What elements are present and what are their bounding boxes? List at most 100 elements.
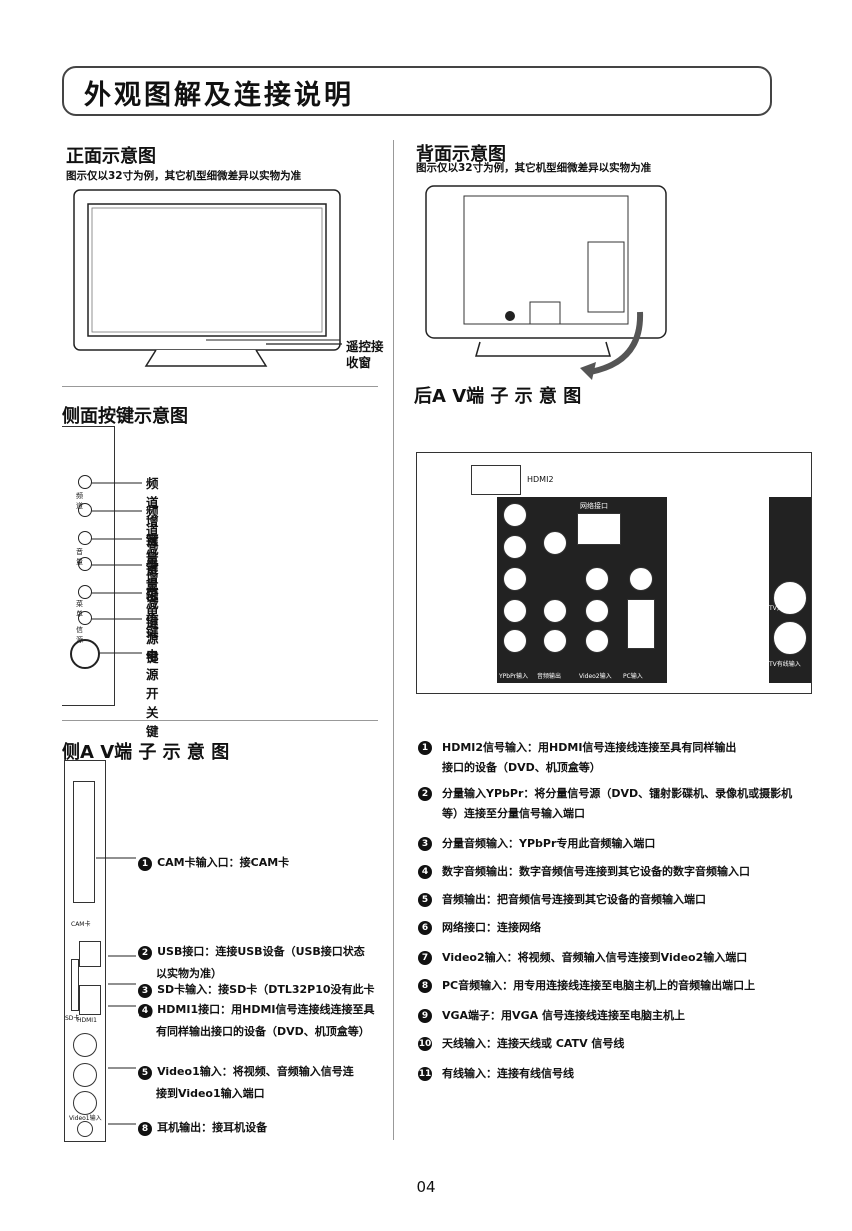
legend-text: Video2输入：将视频、音频输入信号连接到Video2输入端口: [442, 951, 748, 964]
item-text: HDMI1接口：用HDMI信号连接线连接至具: [157, 1003, 375, 1016]
network-port: [577, 513, 621, 545]
item-text-2: 有同样输出接口的设备（DVD、机顶盒等）: [156, 1025, 370, 1038]
badge: 9: [418, 1009, 432, 1023]
hdmi2-label: HDMI2: [527, 475, 554, 484]
item-text: Video1输入：将视频、音频输入信号连: [157, 1065, 354, 1078]
power-button[interactable]: [70, 639, 100, 669]
out-left-jack: [543, 599, 567, 623]
badge: 8: [138, 1122, 152, 1136]
menu-button[interactable]: [78, 585, 92, 599]
rear-av-title: 后A V端 子 示 意 图: [414, 386, 582, 407]
item-text: CAM卡输入口：接CAM卡: [157, 856, 290, 869]
col-pc-label: PC输入: [623, 673, 643, 680]
sd-slot: [71, 959, 79, 1011]
headphone-jack: [77, 1121, 93, 1137]
side-av-item-1: 1 CAM卡输入口：接CAM卡: [138, 851, 388, 873]
side-av-leader-lines: [96, 857, 136, 1125]
col-video2-label: Video2输入: [579, 673, 612, 680]
cam-label: CAM卡: [71, 921, 91, 928]
legend-text: VGA端子：用VGA 信号连接线连接至电脑主机上: [442, 1009, 685, 1022]
key-label-ch-down: 频道减键: [146, 504, 159, 576]
item-text-2: 以实物为准）: [156, 967, 222, 980]
badge: 4: [138, 1004, 152, 1018]
legend-text: 分量输入YPbPr：将分量信号源（DVD、镭射影碟机、录像机或摄影机: [442, 787, 793, 800]
legend-item-2: 2 分量输入YPbPr：将分量信号源（DVD、镭射影碟机、录像机或摄影机等）连接…: [418, 784, 818, 828]
channel-up-button[interactable]: [78, 475, 92, 489]
side-keys-title: 侧面按键示意图: [62, 406, 188, 427]
side-av-item-4: 4 HDMI1接口：用HDMI信号连接线连接至具 有同样输出接口的设备（DVD、…: [138, 998, 388, 1042]
badge: 2: [418, 787, 432, 801]
video2-jack: [585, 567, 609, 591]
badge: 11: [418, 1067, 432, 1081]
source-button[interactable]: [78, 611, 92, 625]
y-jack: [503, 503, 527, 527]
badge: 3: [138, 984, 152, 998]
key-label-menu: 菜单键: [146, 586, 159, 639]
channel-down-button[interactable]: [78, 503, 92, 517]
legend-text: PC音频输入：用专用连接线连接至电脑主机上的音频输出端口上: [442, 979, 756, 992]
audio-left-jack: [503, 599, 527, 623]
legend-item-1: 1 HDMI2信号输入：用HDMI信号连接线连接至具有同样输出接口的设备（DVD…: [418, 738, 818, 782]
badge: 5: [418, 893, 432, 907]
antenna-jack: [773, 581, 807, 615]
network-label: 网络接口: [580, 502, 608, 510]
legend-text: HDMI2信号输入：用HDMI信号连接线连接至具有同样输出: [442, 741, 737, 754]
sd-label: SD卡: [65, 1015, 80, 1022]
badge: 5: [138, 1066, 152, 1080]
cam-slot: [73, 781, 95, 903]
key-label-ch-up: 频道增键: [146, 476, 159, 548]
side-keys-panel: [62, 426, 115, 706]
badge: 4: [418, 865, 432, 879]
video1-left-jack: [73, 1063, 97, 1087]
video1-right-jack: [73, 1091, 97, 1115]
front-title: 正面示意图: [66, 146, 156, 167]
badge: 1: [138, 857, 152, 871]
side-av-panel: CAM卡 SD卡 HDMI1 Video1输入: [64, 760, 106, 1142]
legend-text: 音频输出：把音频信号连接到其它设备的音频输入端口: [442, 893, 706, 906]
audio-out-column: [535, 497, 577, 683]
legend-text: 天线输入：连接天线或 CATV 信号线: [442, 1037, 625, 1050]
page-title: 外观图解及连接说明: [84, 80, 354, 111]
side-av-title: 侧A V端 子 示 意 图: [62, 742, 230, 763]
remote-receiver-label-2: 收窗: [346, 355, 372, 370]
badge: 3: [418, 837, 432, 851]
volume-down-button[interactable]: [78, 557, 92, 571]
badge: 7: [418, 951, 432, 965]
badge: 1: [418, 741, 432, 755]
divider: [62, 386, 378, 387]
side-av-item-5: 5 Video1输入：将视频、音频输入信号连 接到Video1输入端口: [138, 1060, 388, 1104]
col-ypbpr-label: YPbPr输入: [499, 673, 529, 680]
badge: 10: [418, 1037, 432, 1051]
key-label-source: 信源键: [146, 612, 159, 665]
pr-jack: [503, 567, 527, 591]
rear-av-panel: HDMI2 网络接口 YPbPr输入 音频输出 Video2输入 PC输入 TV…: [416, 452, 812, 694]
hdmi1-port: [79, 985, 101, 1015]
remote-receiver-label: 遥控接: [346, 339, 384, 354]
legend-text-2: 等）连接至分量信号输入端口: [442, 807, 585, 820]
key-leader-lines: [92, 482, 142, 654]
header-frame: [62, 66, 772, 116]
divider: [62, 720, 378, 721]
pc-audio-jack: [629, 567, 653, 591]
item-text-2: 接到Video1输入端口: [156, 1087, 265, 1100]
column-divider: [393, 140, 394, 1140]
tv-antenna-label: TV天线输入: [769, 605, 801, 612]
key-label-power: 电源开关键: [146, 648, 159, 739]
tv-cable-label: TV有线输入: [769, 661, 801, 668]
badge: 8: [418, 979, 432, 993]
video1-label: Video1输入: [69, 1115, 102, 1122]
side-av-item-6: 8 耳机输出：接耳机设备: [138, 1116, 388, 1138]
back-title: 背面示意图: [416, 144, 506, 165]
coax-jack: [543, 531, 567, 555]
video2-right-jack: [585, 629, 609, 653]
out-right-jack: [543, 629, 567, 653]
legend-text-2: 接口的设备（DVD、机顶盒等）: [442, 761, 601, 774]
key-label-vol-down: 音量减键: [146, 558, 159, 630]
video2-left-jack: [585, 599, 609, 623]
cable-jack: [773, 621, 807, 655]
volume-up-button[interactable]: [78, 531, 92, 545]
legend-text: 网络接口：连接网络: [442, 921, 541, 934]
legend-text: 数字音频输出：数字音频信号连接到其它设备的数字音频输入口: [442, 865, 750, 878]
col-audio-label: 音频输出: [537, 673, 562, 680]
badge: 6: [418, 921, 432, 935]
